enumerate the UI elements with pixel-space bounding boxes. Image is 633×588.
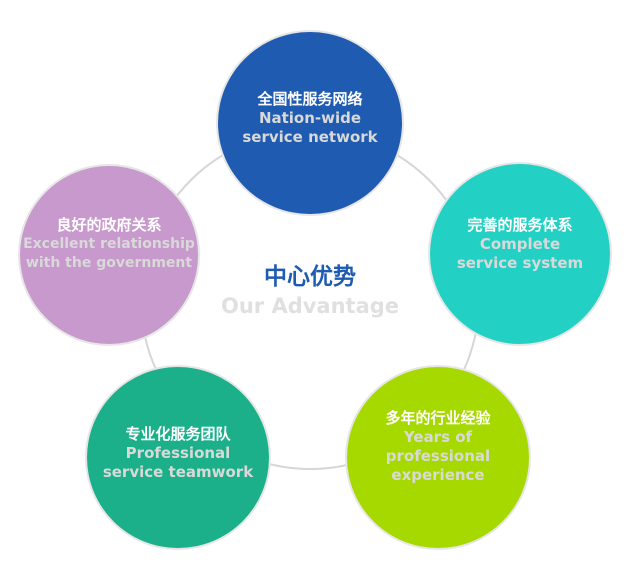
label-en: Professional — [125, 443, 231, 462]
circle-complete-service-system: 完善的服务体系 Complete service system — [430, 164, 610, 344]
label-en: Complete — [479, 235, 561, 253]
circle-professional-team: 专业化服务团队 Professional service teamwork — [87, 367, 269, 548]
label-en: with the government — [25, 255, 193, 271]
label-zh: 专业化服务团队 — [125, 424, 231, 443]
label-zh: 完善的服务体系 — [467, 216, 573, 234]
center-title: 中心优势 Our Advantage — [210, 262, 410, 320]
label-en: Excellent relationship — [23, 236, 195, 252]
label-en: service system — [456, 254, 584, 272]
label-en: service network — [242, 128, 378, 146]
label-zh: 良好的政府关系 — [56, 216, 162, 234]
label-en: professional — [385, 447, 491, 465]
center-title-en: Our Advantage — [220, 294, 400, 318]
label-en: Nation-wide — [258, 109, 362, 127]
circle-nationwide-network: 全国性服务网络 Nation-wide service network — [218, 32, 402, 214]
circle-government-relationship: 良好的政府关系 Excellent relationship with the … — [20, 166, 198, 344]
label-en: experience — [391, 466, 485, 484]
circle-years-of-experience: 多年的行业经验 Years of professional experience — [347, 367, 529, 548]
label-en: Years of — [403, 428, 473, 446]
label-zh: 全国性服务网络 — [257, 90, 363, 108]
label-en: service teamwork — [102, 462, 254, 481]
label-zh: 多年的行业经验 — [385, 409, 491, 427]
center-title-zh: 中心优势 — [264, 264, 356, 290]
